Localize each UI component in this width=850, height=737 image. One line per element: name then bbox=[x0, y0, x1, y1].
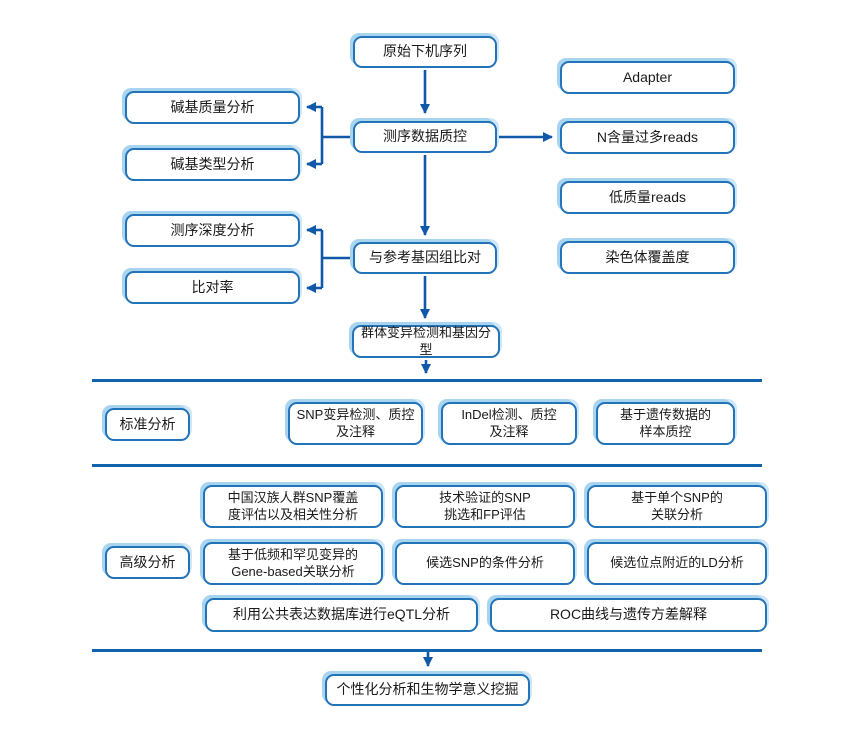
node-low-quality-reads: 低质量reads bbox=[560, 181, 735, 214]
connector-qc-left-branch bbox=[320, 107, 353, 164]
node-base-type-analysis: 碱基类型分析 bbox=[125, 148, 300, 181]
node-sequencing-qc: 测序数据质控 bbox=[353, 121, 497, 153]
node-ld-analysis: 候选位点附近的LD分析 bbox=[587, 542, 767, 585]
node-adapter: Adapter bbox=[560, 61, 735, 94]
node-single-snp-association: 基于单个SNP的 关联分析 bbox=[587, 485, 767, 528]
node-chromosome-coverage: 染色体覆盖度 bbox=[560, 241, 735, 274]
label-advanced-analysis: 高级分析 bbox=[105, 546, 190, 579]
node-validated-snp-fp: 技术验证的SNP 挑选和FP评估 bbox=[395, 485, 575, 528]
node-mapping-rate: 比对率 bbox=[125, 271, 300, 304]
node-eqtl-analysis: 利用公共表达数据库进行eQTL分析 bbox=[205, 598, 478, 632]
node-depth-analysis: 测序深度分析 bbox=[125, 214, 300, 247]
node-snp-detection-annotation: SNP变异检测、质控 及注释 bbox=[288, 402, 423, 445]
node-indel-detection-annotation: InDel检测、质控 及注释 bbox=[441, 402, 577, 445]
node-base-quality-analysis: 碱基质量分析 bbox=[125, 91, 300, 124]
node-gene-based-association: 基于低频和罕见变异的 Gene-based关联分析 bbox=[203, 542, 383, 585]
node-reference-alignment: 与参考基因组比对 bbox=[353, 242, 497, 274]
section-divider-2 bbox=[92, 464, 762, 467]
node-n-content-reads: N含量过多reads bbox=[560, 121, 735, 154]
node-genetic-sample-qc: 基于遗传数据的 样本质控 bbox=[596, 402, 735, 445]
node-han-snp-coverage: 中国汉族人群SNP覆盖 度评估以及相关性分析 bbox=[203, 485, 383, 528]
section-divider-3 bbox=[92, 649, 762, 652]
label-standard-analysis: 标准分析 bbox=[105, 408, 190, 441]
node-personalized-analysis: 个性化分析和生物学意义挖掘 bbox=[325, 674, 530, 706]
node-candidate-snp-conditional: 候选SNP的条件分析 bbox=[395, 542, 575, 585]
section-divider-1 bbox=[92, 379, 762, 382]
node-roc-variance: ROC曲线与遗传方差解释 bbox=[490, 598, 767, 632]
node-raw-sequence: 原始下机序列 bbox=[353, 36, 497, 68]
node-variant-genotyping: 群体变异检测和基因分型 bbox=[352, 325, 500, 358]
connector-align-left-branch bbox=[320, 230, 353, 288]
